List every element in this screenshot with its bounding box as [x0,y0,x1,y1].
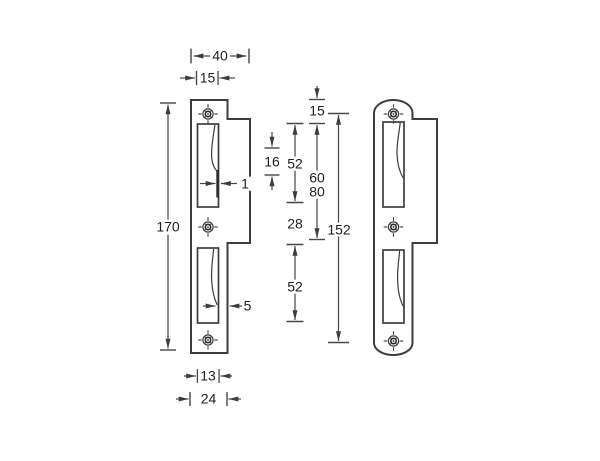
right-deadbolt-curve [396,250,404,307]
dim-overall-width: 40 [210,47,230,64]
left-plate-deadbolt-cutout [196,247,220,324]
dim-bottom-plate-width: 24 [198,390,219,407]
dim-lip-thickness: 1 [239,175,251,192]
dim-between-cutouts: 28 [285,215,305,232]
right-latch-curve [396,122,404,179]
left-plate-outline [190,99,251,354]
dim-lower-cutout-height: 52 [285,278,305,295]
dim-overall-height: 170 [154,218,182,235]
dim-upper-cutout-height: 52 [285,155,305,172]
left-plate-latch-cutout [196,123,220,208]
left-plate [190,99,251,354]
right-plate [373,99,438,356]
dim-bottom-cutout-width: 13 [198,367,218,384]
right-plate-deadbolt-cutout [382,249,405,324]
dim-top-cutout-width: 15 [197,69,218,86]
dim-backset-60: 60 [307,169,327,186]
dim-fixing-centres: 152 [325,221,353,238]
right-plate-outline [373,99,438,356]
dim-lower-lip: 5 [241,297,254,314]
left-deadbolt-curve [210,248,218,306]
dimension-lines [160,48,349,406]
dim-backset-80: 80 [307,183,327,200]
left-latch-curve [210,124,218,172]
dim-latch-recess: 16 [262,153,282,170]
dim-top-offset: 15 [307,102,327,119]
